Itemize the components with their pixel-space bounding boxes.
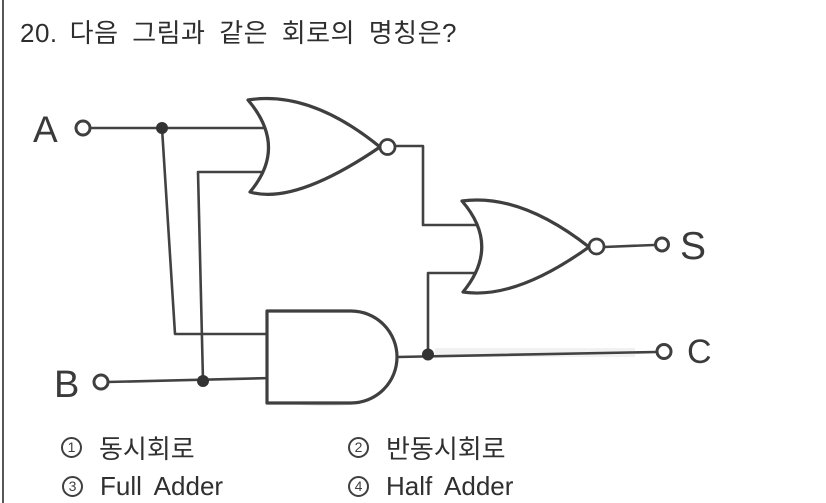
option-4-circled-number: 4 (348, 476, 369, 497)
option-4-label: Half Adder (386, 471, 514, 501)
option-2-label: 반동시회로 (386, 434, 506, 464)
nor2-inversion-bubble-icon (587, 237, 606, 256)
label-sum-output: S (680, 225, 706, 268)
question-title: 20. 다음 그림과 같은 회로의 명칭은? (20, 13, 457, 50)
junction-dot-a (156, 122, 168, 134)
page-left-border (2, 0, 4, 503)
question-number: 20. (20, 18, 58, 48)
terminal-s (654, 236, 670, 253)
wire-a-to-and-gate (160, 126, 274, 336)
answer-option-4: 4 Half Adder (348, 471, 513, 502)
option-3-label: Full Adder (100, 471, 224, 501)
option-3-circled-number: 3 (62, 476, 83, 497)
label-input-b: B (54, 364, 79, 406)
option-1-label: 동시회로 (99, 434, 195, 464)
wire-nor1-to-nor2 (393, 144, 480, 227)
answer-option-3: 3 Full Adder (62, 471, 223, 502)
nor1-inversion-bubble-icon (378, 138, 397, 156)
terminal-b (92, 373, 110, 391)
and-gate (265, 309, 399, 405)
label-input-a: A (33, 109, 58, 150)
terminal-c (655, 343, 673, 360)
wire-carry-to-nor2 (426, 271, 480, 356)
answer-option-2: 2 반동시회로 (348, 429, 506, 466)
wire-b-to-nor1 (196, 170, 266, 383)
option-1-circled-number: 1 (61, 437, 82, 458)
nor-gate-2 (460, 198, 591, 295)
junction-dot-b (197, 375, 209, 387)
nor-gate-1 (246, 96, 382, 196)
question-text: 다음 그림과 같은 회로의 명칭은? (69, 18, 457, 48)
wire-sum-output (602, 243, 656, 249)
terminal-a (74, 119, 92, 137)
wire-input-b (105, 376, 274, 384)
answer-option-1: 1 동시회로 (61, 429, 195, 466)
label-carry-output: C (687, 333, 712, 371)
option-2-circled-number: 2 (348, 437, 369, 458)
junction-dot-carry (422, 348, 434, 361)
wire-carry-output (395, 350, 658, 359)
